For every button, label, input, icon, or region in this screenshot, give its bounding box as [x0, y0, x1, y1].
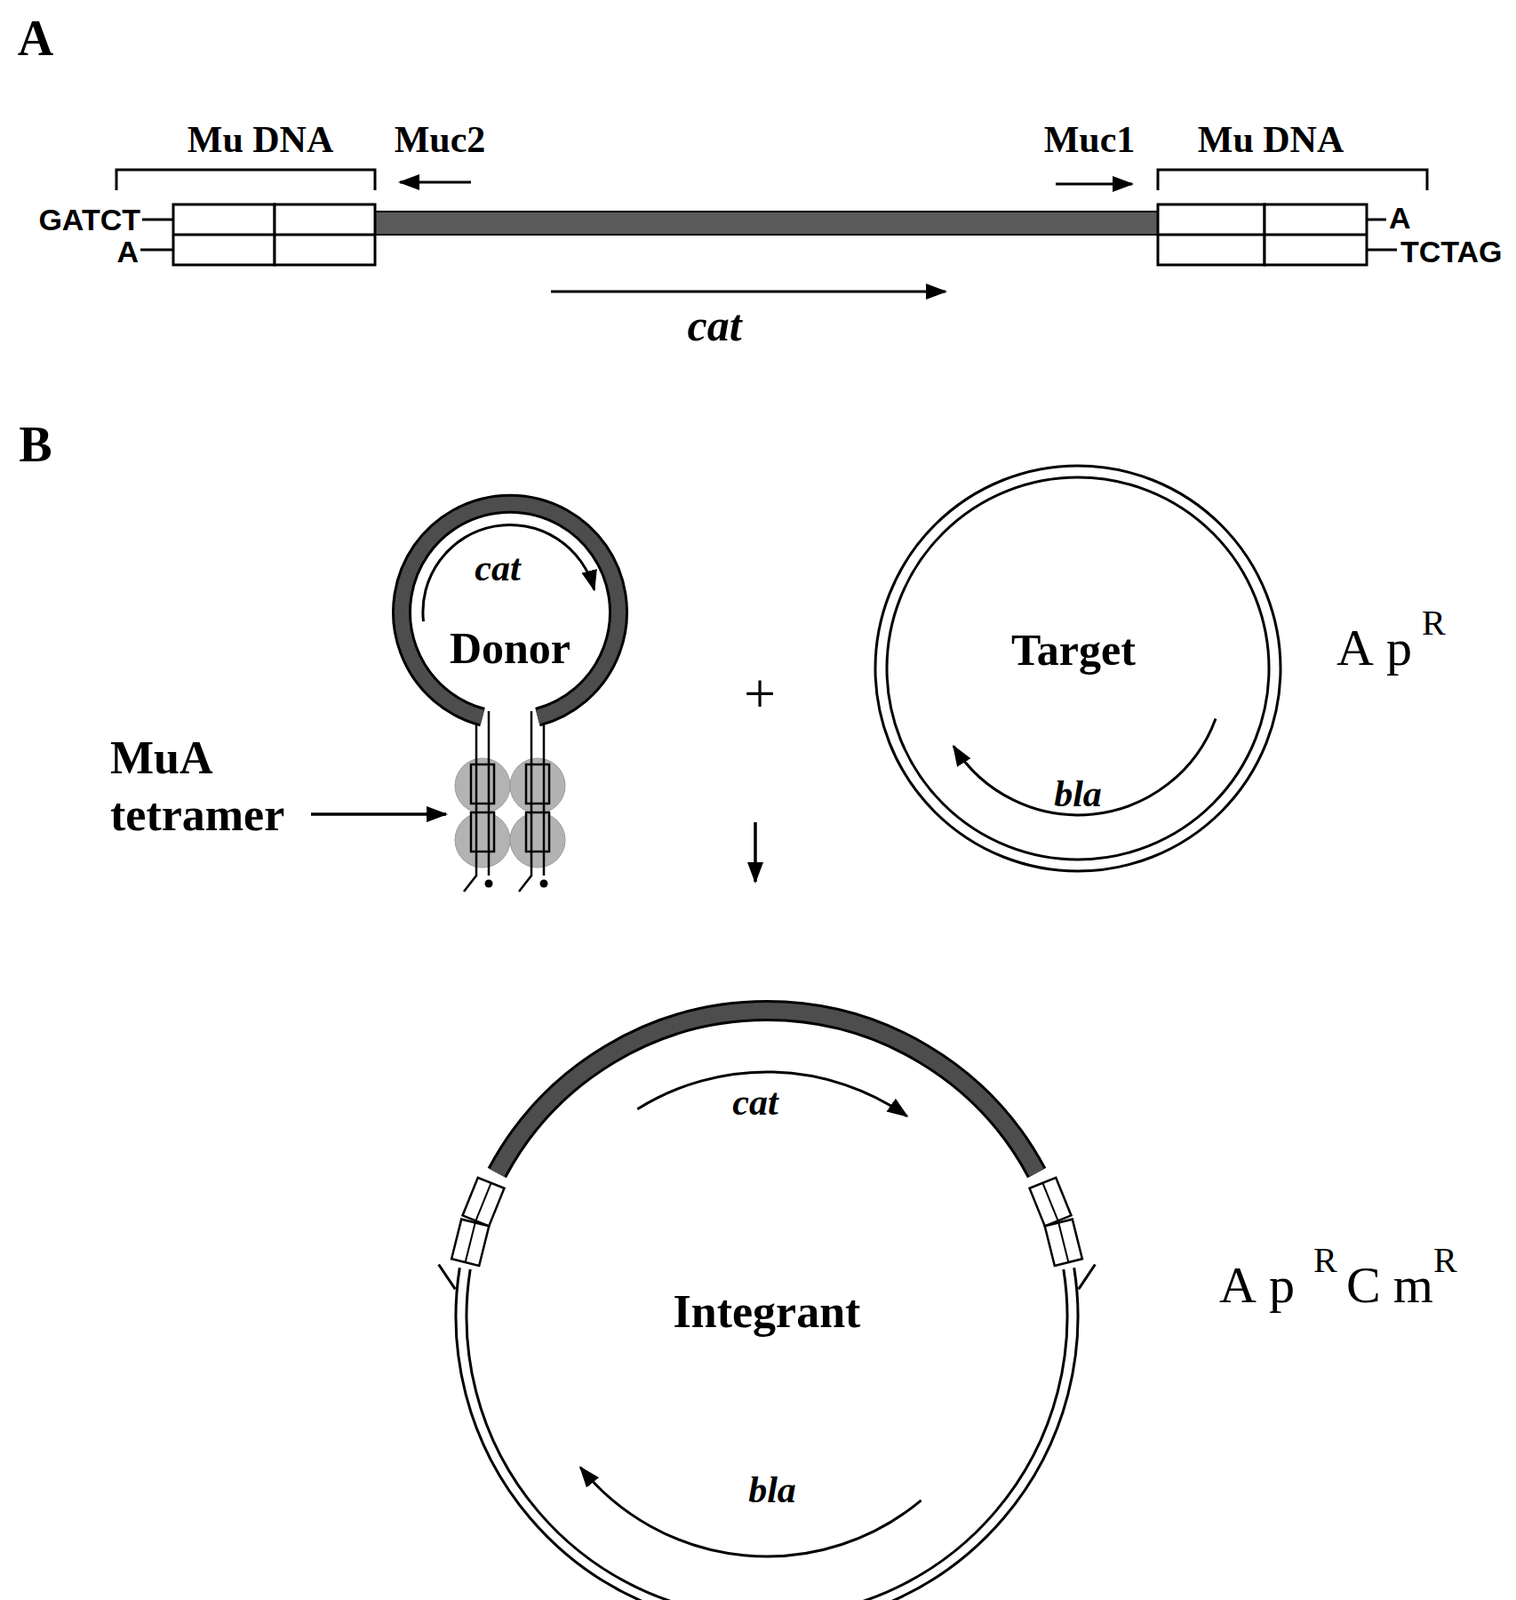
- reaction-arrow: [753, 821, 758, 882]
- end-sequence: A: [1388, 200, 1412, 236]
- mu-end-box: [1045, 1219, 1083, 1266]
- plasmid-name: Target: [1011, 623, 1136, 676]
- resistance-marker: Cm: [1346, 1254, 1446, 1315]
- plasmid-strand: [875, 465, 1281, 871]
- strand-line: [1157, 233, 1367, 237]
- gene-name: bla: [748, 1468, 797, 1511]
- end-sequence: TCTAG: [1400, 234, 1503, 270]
- primer-name: Muc1: [1044, 118, 1136, 161]
- donor-ring-edge: [401, 503, 619, 718]
- mu-end-box: [526, 764, 550, 804]
- primer-name: Muc2: [394, 118, 487, 161]
- gene-arrow: [580, 1467, 921, 1556]
- mua-subunit: [510, 812, 566, 868]
- end-sequence: GATCT: [38, 202, 141, 238]
- mu-bracket: [116, 169, 376, 191]
- gene-name: cat: [732, 1080, 778, 1124]
- target-plasmid: Target bla: [873, 463, 1283, 873]
- gene-arrow: [422, 524, 595, 622]
- donor-ring: [401, 503, 619, 718]
- donor-plasmid-outline: [392, 494, 628, 730]
- plasmid-strand: [886, 477, 1269, 860]
- insert-arc-edge: [496, 1010, 1037, 1173]
- panel-letter: B: [18, 415, 52, 473]
- mu-end-box: [526, 812, 550, 852]
- insert-arc: [496, 1010, 1037, 1173]
- pointer-arrow: [311, 812, 447, 816]
- superscript: R: [1313, 1238, 1338, 1281]
- gene-arrow: [953, 718, 1216, 814]
- mu-end-box: [470, 764, 495, 804]
- strand-flap: [438, 1264, 456, 1290]
- mu-end-box-outline: [1029, 1177, 1072, 1227]
- gene-name: cat: [474, 546, 520, 590]
- strand-stub: [1366, 248, 1397, 252]
- strand-stub: [1366, 218, 1387, 222]
- strand-end-dot: [485, 879, 494, 888]
- insert-bar: [375, 211, 1158, 235]
- plasmid-strand: [455, 1267, 1078, 1600]
- mua-subunit: [510, 758, 566, 814]
- mua-subunit: [454, 758, 511, 814]
- mua-subunit: [454, 812, 511, 868]
- mu-bracket: [1157, 169, 1428, 191]
- region-label: Mu DNA: [1197, 118, 1345, 161]
- panel-a-construct: [116, 169, 1428, 292]
- superscript: R: [1433, 1238, 1458, 1281]
- plasmid-name: Integrant: [673, 1284, 862, 1338]
- resistance-marker: Ap: [1219, 1254, 1308, 1315]
- end-sequence: A: [116, 234, 139, 270]
- plasmid-strand: [466, 1268, 1068, 1600]
- plasmid-name: Donor: [449, 622, 571, 674]
- gene-name: cat: [686, 299, 742, 352]
- strand-end-dot: [540, 879, 549, 888]
- mu-end-box-outline: [462, 1177, 505, 1227]
- gene-name: bla: [1053, 772, 1102, 815]
- panel-letter: A: [17, 9, 54, 67]
- mu-end-box: [1029, 1177, 1072, 1227]
- plus-sign: +: [743, 661, 776, 727]
- strand-line: [475, 1182, 491, 1221]
- strand-stub: [140, 248, 174, 252]
- strand-flap: [1078, 1264, 1096, 1290]
- mu-end-box: [470, 812, 495, 852]
- strand-line: [1042, 1182, 1058, 1221]
- resistance-marker: Ap: [1336, 617, 1425, 678]
- strand-stub: [142, 218, 174, 222]
- mu-end-box-outline: [1045, 1219, 1083, 1266]
- donor-plasmid: catDonor: [392, 494, 628, 730]
- gene-arrow: [550, 290, 946, 294]
- mu-end-box-outline: [451, 1219, 489, 1266]
- superscript: R: [1421, 601, 1446, 644]
- primer-arrow: [1055, 183, 1133, 186]
- mu-end-box: [451, 1219, 489, 1266]
- integrant-plasmid: catIntegrant bla: [455, 1005, 1078, 1600]
- panel-b-tetramer: [311, 710, 756, 892]
- strand-line: [1058, 1221, 1069, 1262]
- strand-line: [173, 233, 376, 237]
- strand-line: [465, 1221, 476, 1262]
- mu-end-box: [462, 1177, 505, 1227]
- region-label: Mu DNA: [187, 118, 335, 161]
- primer-arrow: [399, 181, 471, 184]
- protein-label: MuA tetramer: [110, 729, 324, 844]
